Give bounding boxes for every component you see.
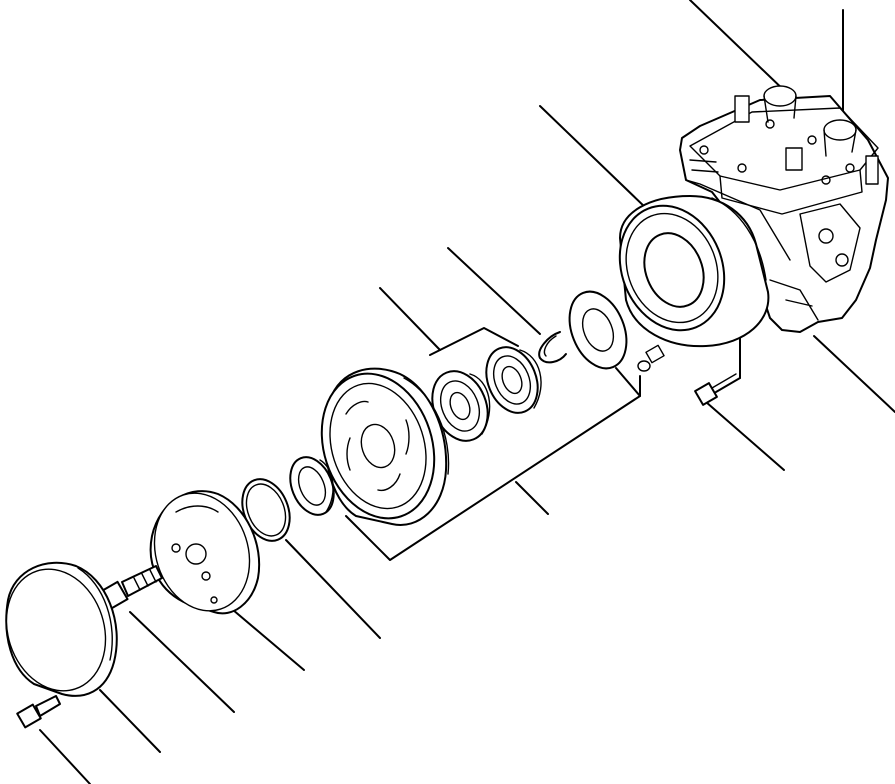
- armature-plate-slot: [175, 505, 219, 513]
- head-bolt-2: [737, 163, 747, 173]
- bearings: [431, 346, 542, 442]
- leader-line-c-ring: [447, 247, 541, 335]
- seal: [289, 456, 335, 516]
- shim-washer: [568, 290, 628, 370]
- field-coil-bore: [643, 232, 705, 308]
- leader-line-compressor-top-left: [689, 0, 791, 97]
- front-cover: [5, 561, 118, 697]
- valve-top-right: [823, 119, 857, 141]
- seal-width: [319, 459, 334, 513]
- mount-bolt: [694, 373, 737, 406]
- leader-line-bearing: [379, 287, 441, 351]
- compressor-side-cover: [799, 203, 861, 283]
- armature-plate: [149, 490, 261, 615]
- c-ring: [538, 331, 567, 364]
- seal-inner: [297, 466, 327, 506]
- c-ring-inner: [543, 335, 557, 357]
- compressor-fin-1: [691, 169, 719, 173]
- mount-bolt-shank: [711, 373, 737, 389]
- mount-bolt-head: [694, 382, 718, 406]
- cover-bolt-head: [16, 703, 42, 729]
- leader-lines: [39, 0, 895, 784]
- side-fitting-2: [835, 253, 849, 267]
- assembly-brackets: [345, 327, 641, 561]
- field-coil: [618, 195, 770, 348]
- compressor-front-edge: [685, 179, 791, 261]
- bearing-outer: [485, 346, 539, 414]
- armature-bolt-threads: [133, 569, 157, 591]
- shim-washer-hole: [581, 308, 615, 352]
- pulley-assembly-bracket: [345, 367, 641, 561]
- head-bolt-1: [699, 145, 709, 155]
- leader-line-pulley-assembly: [515, 481, 549, 515]
- pulley-slots: [345, 400, 410, 492]
- bearing-outer-bore: [501, 365, 523, 395]
- leader-line-compressor-bottom: [813, 335, 895, 413]
- pulley-hub: [360, 423, 396, 469]
- armature-plate-hub: [185, 543, 207, 565]
- leader-line-snap-ring: [285, 539, 381, 639]
- bearing-inner-width: [469, 373, 491, 435]
- fitting-center: [785, 147, 803, 171]
- leader-line-front-cover: [99, 689, 161, 753]
- bearing-outer-race: [492, 355, 532, 405]
- leader-line-mount-bolt: [705, 401, 785, 471]
- leader-line-field-coil: [539, 105, 649, 211]
- armature-hole-2: [201, 571, 211, 581]
- pulley: [320, 367, 450, 526]
- pulley-rim: [329, 382, 427, 510]
- bearing-bracket: [429, 327, 519, 356]
- bearing-outer-width: [519, 349, 542, 409]
- valve-bodies: [763, 95, 857, 157]
- pulley-edge-line: [403, 377, 450, 475]
- cover-bolt: [16, 695, 61, 729]
- head-bolt-5: [821, 175, 831, 185]
- field-coil-rim: [625, 212, 719, 324]
- small-nut-2: [645, 344, 665, 364]
- head-bolt-6: [845, 163, 855, 173]
- armature-hole-1: [171, 543, 181, 553]
- compressor-lower-ribs: [769, 279, 819, 321]
- cover-bolt-shank: [35, 695, 61, 717]
- fitting-right: [865, 155, 879, 185]
- bearing-inner-race: [439, 380, 481, 432]
- small-hardware: [538, 290, 665, 372]
- leader-line-armature-plate: [225, 603, 305, 671]
- valve-top-left: [763, 85, 797, 107]
- front-cover-rim: [77, 567, 113, 661]
- snap-ring-inner: [245, 483, 287, 537]
- armature-hole-3: [210, 596, 218, 604]
- bearing-inner-bore: [449, 391, 471, 421]
- compressor-fin-2: [689, 159, 717, 163]
- head-bolt-4: [807, 135, 817, 145]
- front-cover-face: [5, 568, 107, 692]
- compressor-head-edge: [719, 169, 863, 215]
- leader-line-cover-bolt: [39, 729, 91, 784]
- side-fitting-1: [818, 228, 834, 244]
- head-bolt-3: [765, 119, 775, 129]
- fitting-left: [734, 95, 750, 123]
- leader-line-armature-bolt: [129, 611, 235, 713]
- field-coil-edge: [711, 197, 767, 281]
- small-nut-1: [637, 360, 651, 372]
- leader-line-mount-bolt-tip: [715, 377, 741, 393]
